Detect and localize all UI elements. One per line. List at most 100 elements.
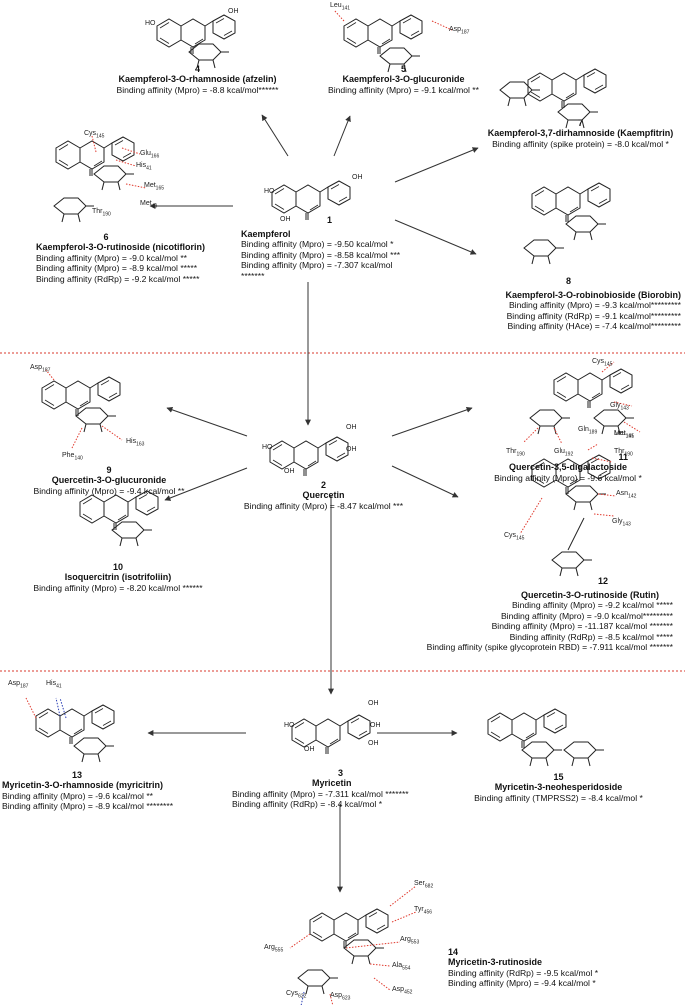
binding-affinity: Binding affinity (Mpro) = -7.311 kcal/mo… — [232, 788, 409, 799]
structure-12 — [519, 443, 617, 577]
compound-1-block: 1 Kaempferol Binding affinity (Mpro) = -… — [241, 215, 421, 281]
binding-affinity: Binding affinity (TMPRSS2) = -8.4 kcal/m… — [474, 792, 643, 803]
compound-number: 5 — [400, 64, 406, 74]
binding-affinity: Binding affinity (RdRp) = -9.2 kcal/mol … — [36, 273, 200, 284]
atom-label: OH — [346, 424, 357, 431]
compound-name: Isoquercitrin (isotrifoliin) — [64, 572, 172, 583]
compound-name: Kaempferol-3,7-dirhamnoside (Kaempfitrin… — [487, 128, 674, 139]
structure-5 — [333, 9, 453, 73]
atom-label: OH — [368, 740, 379, 747]
binding-affinity: Binding affinity (spike protein) = -8.0 … — [492, 138, 669, 149]
binding-affinity: Binding affinity (Mpro) = -8.9 kcal/mol … — [2, 801, 174, 812]
compound-number: 8 — [566, 276, 572, 286]
compound-name: Kaempferol-3-O-rutinoside (nicotiflorin) — [36, 242, 206, 253]
residue-label: His41 — [46, 680, 62, 690]
binding-affinity: Binding affinity (Mpro) = -9.50 kcal/mol… — [241, 239, 394, 250]
residue-label: Leu141 — [614, 430, 635, 440]
compound-9-block: 9 Quercetin-3-O-glucuronide Binding affi… — [4, 465, 214, 496]
residue-label: Thr190 — [506, 448, 525, 458]
atom-label: OH — [352, 174, 363, 181]
atom-label: OH — [284, 468, 295, 475]
residue-label: Met49 — [140, 200, 158, 210]
binding-affinity: Binding affinity (Mpro) = -8.58 kcal/mol… — [241, 249, 401, 260]
residue-label: Arg555 — [264, 944, 284, 954]
compound-name: Kaempferol-3-O-rhamnoside (afzelin) — [118, 74, 277, 85]
residue-label: Cys622 — [286, 990, 307, 1000]
compound-number: 3 — [338, 768, 344, 778]
compound-number: 9 — [106, 465, 112, 475]
compound-number: 12 — [598, 576, 609, 586]
binding-affinity: Binding affinity (Mpro) = -9.4 kcal/mol … — [33, 485, 185, 496]
arrows-quercetin — [164, 406, 473, 695]
residue-label: Glu192 — [554, 448, 574, 458]
residue-label: Ala554 — [392, 962, 411, 972]
structure-10 — [79, 490, 159, 547]
compound-6-block: 6 Kaempferol-3-O-rutinoside (nicotiflori… — [36, 232, 226, 284]
binding-affinity: Binding affinity (RdRp) = -9.5 kcal/mol … — [448, 967, 599, 978]
compound-12-block: 12 Quercetin-3-O-rutinoside (Rutin) Bind… — [346, 576, 673, 653]
binding-affinity: Binding affinity (Mpro) = -9.0 kcal/mol*… — [500, 610, 673, 621]
residue-label: Met165 — [144, 182, 165, 192]
compound-name: Quercetin-3-O-rutinoside (Rutin) — [521, 590, 659, 600]
compound-4-block: 4 Kaempferol-3-O-rhamnoside (afzelin) Bi… — [90, 64, 305, 95]
residue-label: Phe140 — [62, 452, 83, 462]
binding-affinity: Binding affinity (Mpro) = -8.8 kcal/mol*… — [116, 84, 279, 95]
compound-number: 1 — [327, 215, 333, 225]
compound-2-block: 2 Quercetin Binding affinity (Mpro) = -8… — [226, 480, 421, 511]
residue-label: Gln189 — [578, 426, 598, 436]
compound-number: 13 — [72, 770, 83, 780]
compound-3-block: 3 Myricetin Binding affinity (Mpro) = -7… — [232, 768, 442, 810]
binding-affinity: Binding affinity (spike glycoprotein RBD… — [426, 642, 673, 653]
structure-6 — [53, 135, 147, 223]
residue-label: Leu141 — [330, 2, 351, 12]
compound-11-block: 11 Quercetin-3,5-digalactoside Binding a… — [478, 452, 658, 483]
binding-affinity: Binding affinity (Mpro) = -8.20 kcal/mol… — [33, 582, 203, 593]
compound-name: Myricetin — [312, 778, 352, 789]
arrows-myricetin — [147, 730, 458, 893]
compound-number: 14 — [448, 947, 459, 957]
residue-label: Asp623 — [330, 992, 351, 1002]
residue-label: Tyr456 — [414, 906, 433, 916]
binding-affinity: ******* — [241, 270, 265, 281]
binding-affinity: Binding affinity (HAce) = -7.4 kcal/mol*… — [507, 321, 681, 332]
residue-label: Met165 — [614, 430, 635, 440]
compound-number: 15 — [553, 772, 564, 782]
binding-affinity: Binding affinity (RdRp) = -8.5 kcal/mol … — [509, 631, 673, 642]
compound-number: 7 — [577, 118, 583, 128]
residue-label: Asp187 — [30, 364, 51, 374]
structure-9 — [41, 369, 123, 449]
compound-15-block: 15 Myricetin-3-neohesperidoside Binding … — [446, 772, 671, 803]
binding-affinity: Binding affinity (RdRp) = -9.1 kcal/mol*… — [506, 310, 681, 321]
binding-affinity: Binding affinity (Mpro) = -8.47 kcal/mol… — [243, 500, 404, 511]
atom-label: OH — [304, 746, 315, 753]
compound-name: Myricetin-3-O-rhamnoside (myricitrin) — [2, 780, 164, 791]
atom-label: OH — [280, 216, 291, 223]
residue-label: His41 — [136, 162, 152, 172]
binding-affinity: Binding affinity (Mpro) = -9.3 kcal/mol*… — [508, 300, 681, 311]
atom-label: OH — [370, 722, 381, 729]
compound-5-block: 5 Kaempferol-3-O-glucuronide Binding aff… — [296, 64, 511, 95]
residue-label: Cys145 — [504, 532, 525, 542]
compound-number: 10 — [112, 562, 123, 572]
atom-label: OH — [368, 700, 379, 707]
compound-name: Myricetin-3-neohesperidoside — [494, 782, 623, 793]
residue-label: Cys145 — [84, 130, 105, 140]
atom-label: HO — [284, 722, 295, 729]
compound-7-block: 7 Kaempferol-3,7-dirhamnoside (Kaempfitr… — [478, 118, 683, 149]
binding-affinity: Binding affinity (Mpro) = -9.1 kcal/mol … — [327, 84, 479, 95]
residue-label: Asp187 — [449, 26, 470, 36]
arrows-kaempferol — [149, 114, 479, 426]
structure-1 — [271, 180, 351, 221]
compound-13-block: 13 Myricetin-3-O-rhamnoside (myricitrin)… — [2, 770, 212, 812]
structure-4 — [156, 14, 236, 69]
compound-name: Quercetin-3,5-digalactoside — [508, 462, 628, 473]
structure-11 — [523, 361, 641, 445]
compound-name: Myricetin-3-rutinoside — [448, 957, 543, 968]
compound-number: 6 — [103, 232, 109, 242]
atom-label: HO — [264, 188, 275, 195]
atom-label: OH — [228, 8, 239, 15]
atom-label: OH — [346, 446, 357, 453]
residue-label: Gly143 — [610, 402, 629, 412]
residue-label: Asn142 — [616, 490, 637, 500]
